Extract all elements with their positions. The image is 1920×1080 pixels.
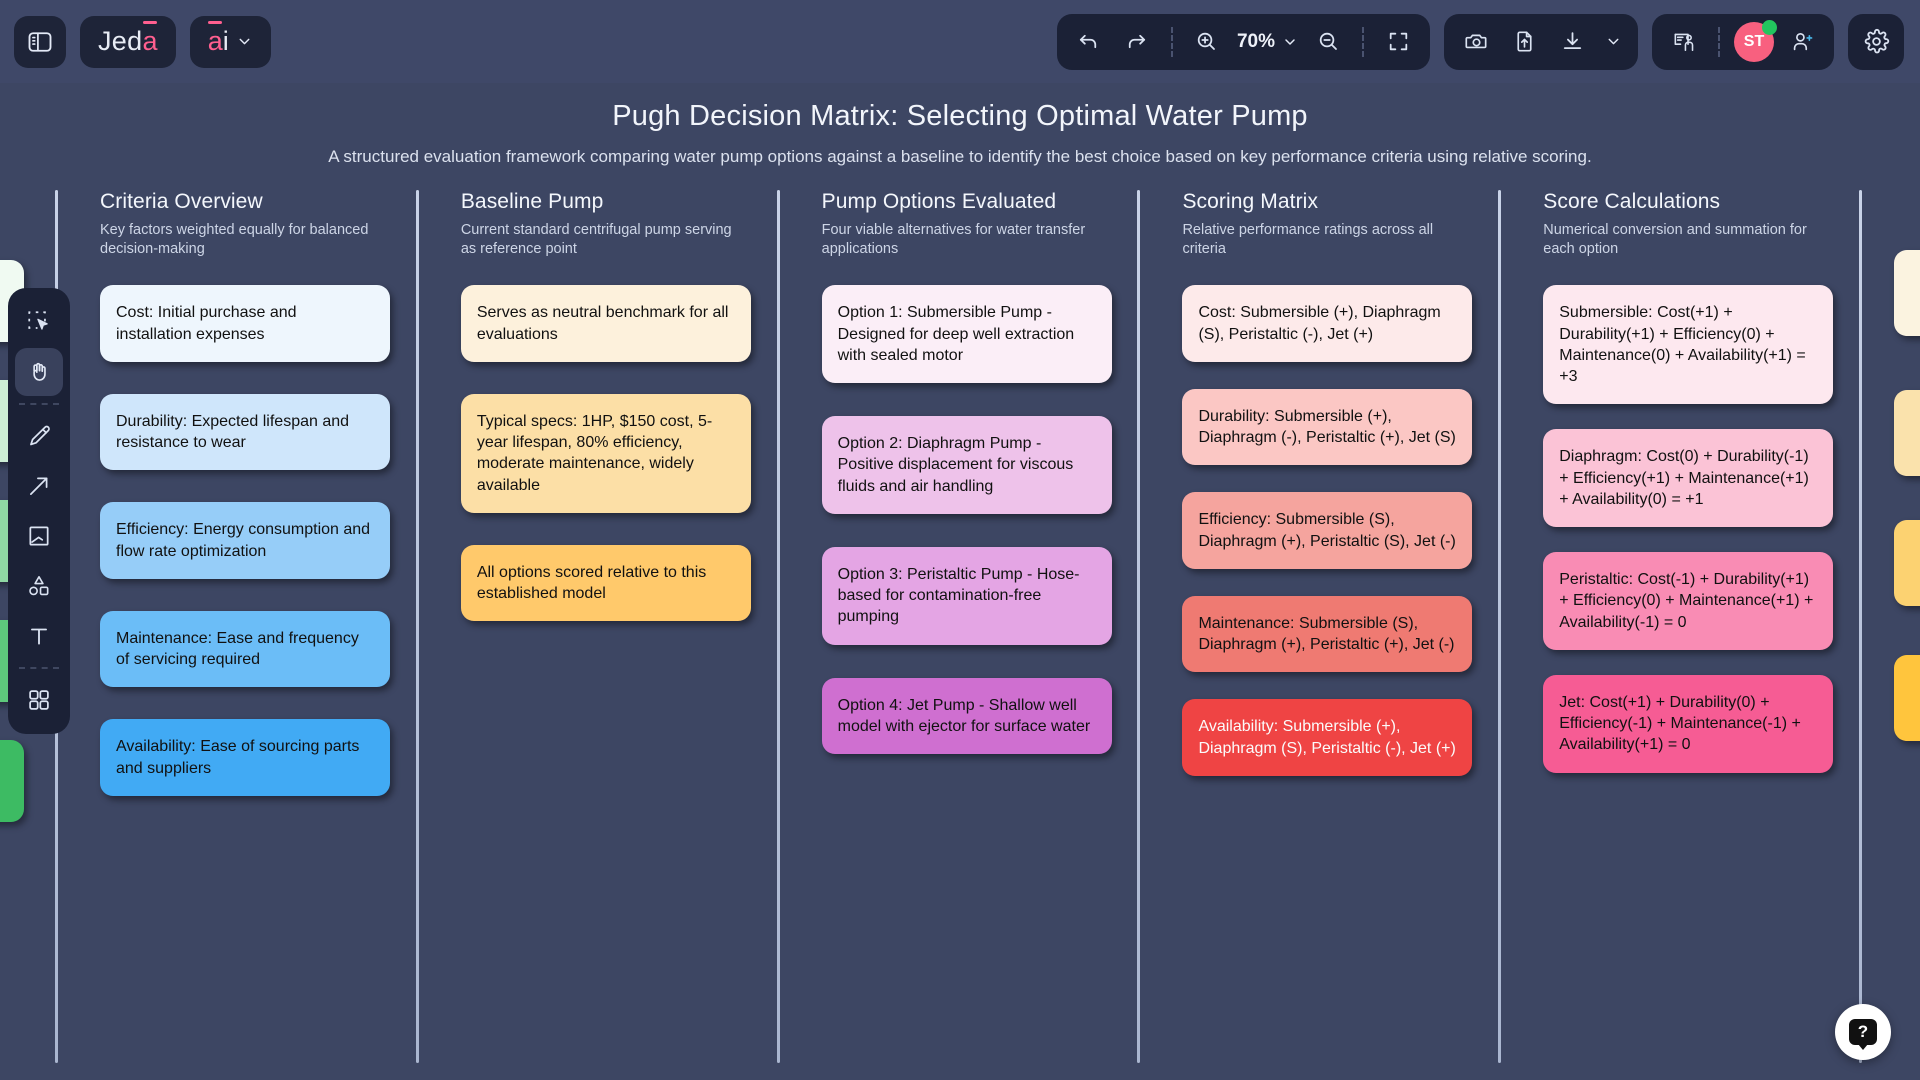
chevron-down-icon <box>239 38 250 45</box>
sticky-card[interactable]: Cost: Submersible (+), Diaphragm (S), Pe… <box>1182 285 1473 362</box>
peek-card <box>0 740 24 822</box>
sticky-card[interactable]: Option 4: Jet Pump - Shallow well model … <box>821 677 1112 755</box>
fit-to-screen-button[interactable] <box>1376 20 1420 64</box>
screenshot-button[interactable] <box>1454 20 1498 64</box>
peek-card <box>1894 655 1920 741</box>
online-status-dot <box>1762 19 1777 35</box>
left-toolbar <box>8 288 70 734</box>
toolbar-divider <box>1362 26 1364 57</box>
settings-button[interactable] <box>1848 13 1904 70</box>
sticky-card[interactable]: Durability: Submersible (+), Diaphragm (… <box>1182 388 1473 466</box>
column-divider-trailing <box>1859 190 1865 1065</box>
column-title: Baseline Pump <box>460 190 604 213</box>
text-tool[interactable] <box>15 612 63 660</box>
sticky-card[interactable]: Serves as neutral benchmark for all eval… <box>460 285 751 362</box>
zoom-in-button[interactable] <box>1185 20 1229 64</box>
help-button[interactable]: ? <box>1835 1004 1891 1060</box>
redo-button[interactable] <box>1115 20 1159 64</box>
download-button[interactable] <box>1550 20 1594 64</box>
sticky-card[interactable]: Efficiency: Energy consumption and flow … <box>100 502 390 579</box>
peek-card <box>1894 520 1920 606</box>
column-title: Pump Options Evaluated <box>821 190 1057 213</box>
sticky-card[interactable]: Diaphragm: Cost(0) + Durability(-1) + Ef… <box>1543 429 1834 528</box>
column-subtitle: Current standard centrifugal pump servin… <box>460 222 732 258</box>
download-options-dropdown[interactable] <box>1598 20 1628 64</box>
sticky-card[interactable]: Efficiency: Submersible (S), Diaphragm (… <box>1182 492 1473 569</box>
columns-container: Criteria Overview Key factors weighted e… <box>55 190 1865 1065</box>
zoom-level-value: 70% <box>1236 30 1275 52</box>
column-baseline-pump: Baseline Pump Current standard centrifug… <box>415 190 777 1065</box>
select-tool[interactable] <box>15 298 63 346</box>
sticky-card[interactable]: Availability: Ease of sourcing parts and… <box>100 719 390 796</box>
sticky-card[interactable]: Peristaltic: Cost(-1) + Durability(+1) +… <box>1543 552 1834 650</box>
question-mark-icon: ? <box>1849 1019 1877 1050</box>
collaboration-group: ST <box>1652 13 1834 70</box>
arrow-tool[interactable] <box>15 462 63 510</box>
avatar[interactable]: ST <box>1734 19 1777 62</box>
column-subtitle: Key factors weighted equally for balance… <box>100 222 369 258</box>
peek-card <box>1894 390 1920 476</box>
zoom-out-button[interactable] <box>1306 20 1350 64</box>
sticky-card[interactable]: Jet: Cost(+1) + Durability(0) + Efficien… <box>1543 674 1834 773</box>
sticky-card[interactable]: Cost: Initial purchase and installation … <box>100 285 390 362</box>
column-title: Scoring Matrix <box>1182 190 1319 213</box>
apps-tool[interactable] <box>15 676 63 724</box>
toolbar-divider <box>1170 26 1173 57</box>
present-button[interactable] <box>1662 20 1706 64</box>
chevron-down-icon <box>1285 38 1295 45</box>
undo-button[interactable] <box>1067 20 1111 64</box>
sidebar-toggle-button[interactable] <box>14 15 66 68</box>
column-criteria-overview: Criteria Overview Key factors weighted e… <box>55 190 416 1065</box>
add-user-button[interactable] <box>1780 20 1824 64</box>
toolbar-divider <box>19 403 59 405</box>
topbar-right-group: 70% <box>1056 13 1920 70</box>
frame-tool[interactable] <box>15 512 63 560</box>
sticky-card[interactable]: Submersible: Cost(+1) + Durability(+1) +… <box>1543 285 1834 405</box>
column-title: Criteria Overview <box>100 190 263 213</box>
toolbar-divider <box>19 667 59 669</box>
peek-card <box>1894 250 1920 336</box>
avatar-initials: ST <box>1743 32 1765 50</box>
pen-tool[interactable] <box>15 412 63 460</box>
column-scoring-matrix: Scoring Matrix Relative performance rati… <box>1137 190 1498 1065</box>
column-subtitle: Relative performance ratings across all … <box>1182 222 1434 258</box>
shapes-tool[interactable] <box>15 562 63 610</box>
column-title: Score Calculations <box>1543 190 1721 213</box>
column-subtitle: Numerical conversion and summation for e… <box>1543 222 1807 258</box>
export-group <box>1444 13 1638 70</box>
sticky-card[interactable]: Durability: Expected lifespan and resist… <box>100 393 390 471</box>
sticky-card[interactable]: Availability: Submersible (+), Diaphragm… <box>1182 699 1473 776</box>
board-subtitle: A structured evaluation framework compar… <box>328 147 1592 166</box>
toolbar-divider <box>1718 26 1720 57</box>
sticky-card[interactable]: Option 2: Diaphragm Pump - Positive disp… <box>821 416 1112 514</box>
column-subtitle: Four viable alternatives for water trans… <box>821 222 1086 258</box>
sticky-card[interactable]: Maintenance: Ease and frequency of servi… <box>100 610 390 688</box>
sticky-card[interactable]: Maintenance: Submersible (S), Diaphragm … <box>1182 595 1473 673</box>
sticky-card[interactable]: Option 1: Submersible Pump - Designed fo… <box>821 285 1112 384</box>
sticky-card[interactable]: Option 3: Peristaltic Pump - Hose-based … <box>821 546 1112 645</box>
upload-button[interactable] <box>1502 20 1546 64</box>
column-score-calculations: Score Calculations Numerical conversion … <box>1498 190 1859 1065</box>
sticky-card[interactable]: All options scored relative to this esta… <box>460 544 751 622</box>
zoom-level-dropdown[interactable]: 70% <box>1233 31 1302 53</box>
board-title: Pugh Decision Matrix: Selecting Optimal … <box>612 100 1308 132</box>
hand-tool[interactable] <box>15 348 63 396</box>
view-controls-group: 70% <box>1056 13 1430 70</box>
column-pump-options: Pump Options Evaluated Four viable alter… <box>776 190 1138 1065</box>
sticky-card[interactable]: Typical specs: 1HP, $150 cost, 5-year li… <box>460 393 751 513</box>
chevron-down-icon <box>1608 38 1618 45</box>
